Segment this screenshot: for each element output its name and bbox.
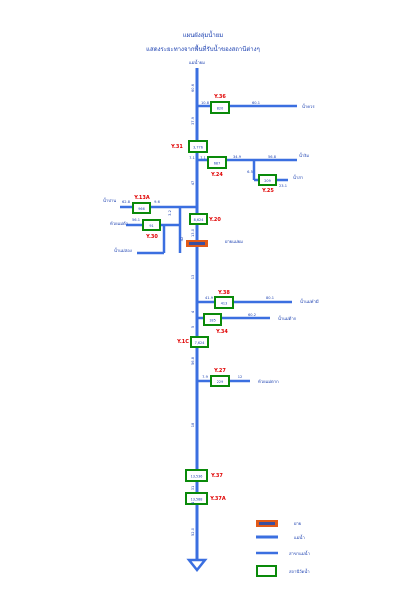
trib-dist-b-5: 9.6 [154,200,160,204]
legend-tributary: สาขาแม่น้ำ [256,550,310,556]
station-y37-area: 13,536 [191,475,203,479]
station-y31[interactable]: 3,776 [188,140,208,153]
legend-station: สถานีวัดน้ำ [256,565,310,577]
trib-name-nam-khuan: น้ำควร [302,103,315,109]
trib-name-huai-mae-ta: ห้วยแม่ต้า [110,221,128,226]
station-y13a-area: 966 [138,207,144,211]
trib-dist-a-6: 56.1 [132,218,140,222]
station-y24-area: 687 [214,162,220,166]
station-y38-label: Y.38 [217,290,230,296]
svg-text:3.2: 3.2 [168,210,172,216]
station-y1c[interactable]: 7,624 [190,336,209,348]
station-y27-label: Y.27 [213,368,226,374]
station-y36[interactable]: 820 [210,101,230,114]
station-y38[interactable]: 413 [214,296,234,309]
svg-text:สาขาแม่น้ำ: สาขาแม่น้ำ [289,550,310,556]
station-y25[interactable]: 209 [258,174,277,186]
svg-text:4: 4 [191,501,195,504]
station-y37a-area: 13,588 [191,498,203,502]
station-y37-label: Y.37 [210,473,223,479]
station-y34-area: 185 [209,319,215,323]
legend: ฝาย แม่น้ำ สาขาแม่น้ำ สถานีวัดน้ำ [256,520,310,577]
station-y25-label: Y.25 [261,188,274,194]
svg-text:ฝาย: ฝาย [294,521,302,526]
trib-dist-b-4: 23.1 [279,184,287,188]
station-y20[interactable]: 8,624 [189,213,208,225]
svg-text:18: 18 [191,422,195,427]
trib-dist-b-8: 80.1 [266,296,274,300]
dam-marker[interactable] [186,240,208,247]
station-y1c-area: 7,624 [195,341,205,345]
legend-dam: ฝาย [256,520,302,527]
trib-dist-b-9: 60.2 [248,313,256,317]
svg-text:13.0: 13.0 [191,228,195,237]
trib-name-nam-pan: น้ำปาน [103,197,116,203]
station-y20-label: Y.20 [208,217,221,223]
station-y30-area: 91 [149,224,153,228]
station-y36-label: Y.36 [213,94,226,100]
station-y30-label: Y.30 [145,234,158,240]
trib-dist-a-4: 6.5 [247,170,253,174]
station-y20-area: 8,624 [194,218,204,222]
legend-station-icon [256,565,277,577]
station-y37a[interactable]: 13,588 [185,492,208,505]
station-y38-area: 413 [221,302,227,306]
svg-text:60.6: 60.6 [191,83,195,92]
trib-dist-b-1: 56.8 [268,155,277,159]
main-distances: 60.6 37.9 7.1 47 3.2 13.0 42 13 4 5 56.8… [168,83,195,536]
station-y37[interactable]: 13,536 [185,469,208,482]
svg-text:52.0: 52.0 [191,527,195,536]
station-y24[interactable]: 687 [207,156,227,169]
trib-dist-a-8: 41.9 [205,296,214,300]
trib-name-nam-sa: น้ำสา [293,174,303,180]
trib-dist-a-0: 10.8 [201,101,210,105]
trib-name-huai-mae-tak: ห้วยแม่ตาก [258,379,279,384]
station-y27-area: 229 [217,380,223,384]
station-y13a[interactable]: 966 [132,202,151,214]
trib-dist-a-10: 7.9 [202,375,208,379]
svg-text:42: 42 [180,237,184,242]
svg-text:31: 31 [191,486,195,491]
station-y31-area: 3,776 [193,146,203,150]
station-y31-label: Y.31 [170,144,183,150]
svg-text:สถานีวัดน้ำ: สถานีวัดน้ำ [289,568,310,574]
trib-name-mae-kham: น้ำแม่คำมี [300,298,319,304]
main-river-label: แม่น้ำยม [189,59,205,65]
trib-dist-a-5: 62.8 [122,200,131,204]
svg-text:4: 4 [191,310,195,313]
outlet-arrow-icon [186,558,208,573]
station-y36-area: 820 [217,107,223,111]
station-y13a-label: Y.13A [133,195,150,201]
station-y25-area: 209 [264,179,270,183]
station-y1c-label: Y.1C [176,339,189,345]
trib-dist-b-0: 60.1 [252,101,260,105]
legend-river: แม่น้ำ [256,534,305,540]
station-y30[interactable]: 91 [142,219,161,231]
trib-dist-b-10: 12 [238,375,243,379]
station-y37a-label: Y.37A [209,496,226,502]
svg-text:7.1: 7.1 [189,156,195,160]
trib-dist-a-2: 34.9 [233,155,242,159]
svg-text:แม่น้ำ: แม่น้ำ [294,534,305,540]
station-y34-label: Y.34 [215,329,228,335]
dam-label: ฝายแม่ยม [225,239,243,244]
svg-text:37.9: 37.9 [191,116,195,125]
trib-name-nam-ngim: น้ำงิม [299,152,309,158]
svg-text:13: 13 [191,275,195,280]
station-y34[interactable]: 185 [203,313,222,326]
svg-text:47: 47 [191,181,195,186]
svg-text:56.8: 56.8 [191,356,195,365]
trib-name-mae-song: น้ำแม่สอง [114,247,132,253]
station-y27[interactable]: 229 [210,375,230,387]
trib-name-mae-tak: น้ำแม่ต้าก [278,315,297,321]
svg-text:5: 5 [191,326,195,328]
title-line1: แผนผังลุ่มน้ำยม [183,29,224,39]
trib-dist-a-1: 7.1 [200,156,206,160]
title-line2: แสดงระยะทางจากพื้นที่รับน้ำของสถานีต่างๆ [146,43,260,53]
station-y24-label: Y.24 [210,172,223,178]
